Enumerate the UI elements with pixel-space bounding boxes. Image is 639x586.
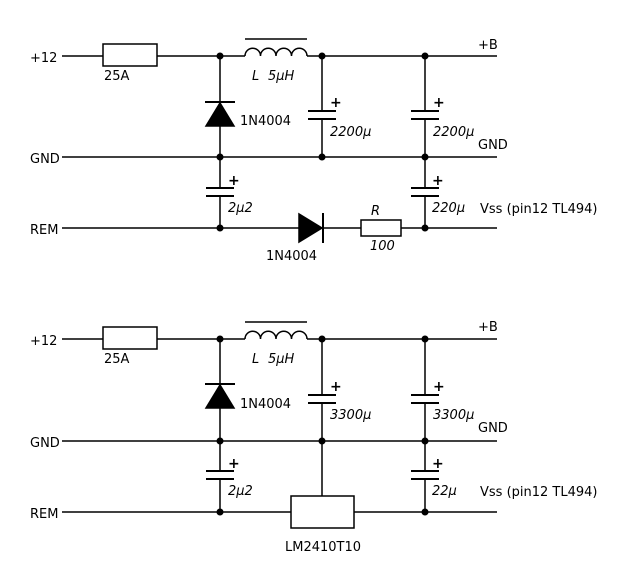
bottom-label-rem: REM (30, 507, 58, 522)
top-inductor-name: L (252, 69, 259, 84)
bottom-label-plusb: +B (478, 320, 498, 335)
bottom-label-plus12: +12 (30, 334, 57, 349)
bottom-capacitor-2-polarity: + (433, 379, 445, 395)
bottom-capacitor-4-value: 22µ (432, 484, 457, 499)
top-capacitor-3-value: 2µ2 (228, 201, 253, 216)
top-resistor (360, 219, 402, 237)
top-label-plus12: +12 (30, 51, 57, 66)
top-label-gnd: GND (30, 152, 60, 167)
bottom-fuse-label: 25A (104, 352, 130, 367)
top-diode-horizontal (298, 212, 324, 244)
bottom-label-vss: Vss (pin12 TL494) (480, 485, 598, 500)
bottom-capacitor-3-value: 2µ2 (228, 484, 253, 499)
bottom-capacitor-4 (411, 470, 439, 480)
top-inductor (244, 38, 308, 57)
top-capacitor-4 (411, 187, 439, 197)
top-capacitor-3-polarity: + (228, 173, 240, 189)
bottom-regulator-label: LM2410T10 (285, 540, 361, 555)
top-diode-vertical (204, 101, 236, 127)
bottom-regulator (290, 495, 355, 529)
top-diode-horizontal-label: 1N4004 (266, 249, 317, 264)
top-capacitor-2-polarity: + (433, 95, 445, 111)
bottom-capacitor-4-polarity: + (432, 456, 444, 472)
top-capacitor-2-value: 2200µ (433, 125, 474, 140)
top-fuse-label: 25A (104, 69, 130, 84)
top-label-plusb: +B (478, 38, 498, 53)
bottom-label-gnd-right: GND (478, 421, 508, 436)
bottom-capacitor-2-value: 3300µ (433, 408, 474, 423)
top-label-vss: Vss (pin12 TL494) (480, 202, 598, 217)
top-resistor-name: R (371, 204, 380, 219)
top-capacitor-3 (206, 187, 234, 197)
bottom-capacitor-1 (308, 394, 336, 404)
top-capacitor-1-polarity: + (330, 95, 342, 111)
top-capacitor-2 (411, 110, 439, 120)
bottom-diode-vertical (204, 383, 236, 409)
bottom-inductor-value: 5µH (268, 352, 295, 367)
bottom-vertical-wires (219, 339, 426, 512)
bottom-junctions (216, 335, 429, 516)
top-label-rem: REM (30, 223, 58, 238)
top-vertical-wires (219, 56, 426, 228)
bottom-inductor (244, 321, 308, 340)
top-diode-vertical-label: 1N4004 (240, 114, 291, 129)
bottom-capacitor-1-value: 3300µ (330, 408, 371, 423)
bottom-capacitor-3 (206, 470, 234, 480)
top-capacitor-1 (308, 110, 336, 120)
bottom-capacitor-3-polarity: + (228, 456, 240, 472)
top-resistor-value: 100 (370, 239, 395, 254)
top-fuse (102, 43, 158, 67)
bottom-capacitor-2 (411, 394, 439, 404)
bottom-diode-vertical-label: 1N4004 (240, 397, 291, 412)
top-capacitor-4-value: 220µ (432, 201, 465, 216)
top-capacitor-1-value: 2200µ (330, 125, 371, 140)
bottom-fuse (102, 326, 158, 350)
top-circuit: +12 GND REM +B GND Vss (pin12 TL494) 25A… (30, 38, 598, 264)
bottom-label-gnd: GND (30, 436, 60, 451)
top-inductor-value: 5µH (268, 69, 295, 84)
top-capacitor-4-polarity: + (432, 173, 444, 189)
bottom-circuit: +12 GND REM +B GND Vss (pin12 TL494) 25A… (30, 320, 598, 555)
bottom-capacitor-1-polarity: + (330, 379, 342, 395)
top-junctions (216, 52, 429, 232)
bottom-inductor-name: L (252, 352, 259, 367)
top-label-gnd-right: GND (478, 138, 508, 153)
